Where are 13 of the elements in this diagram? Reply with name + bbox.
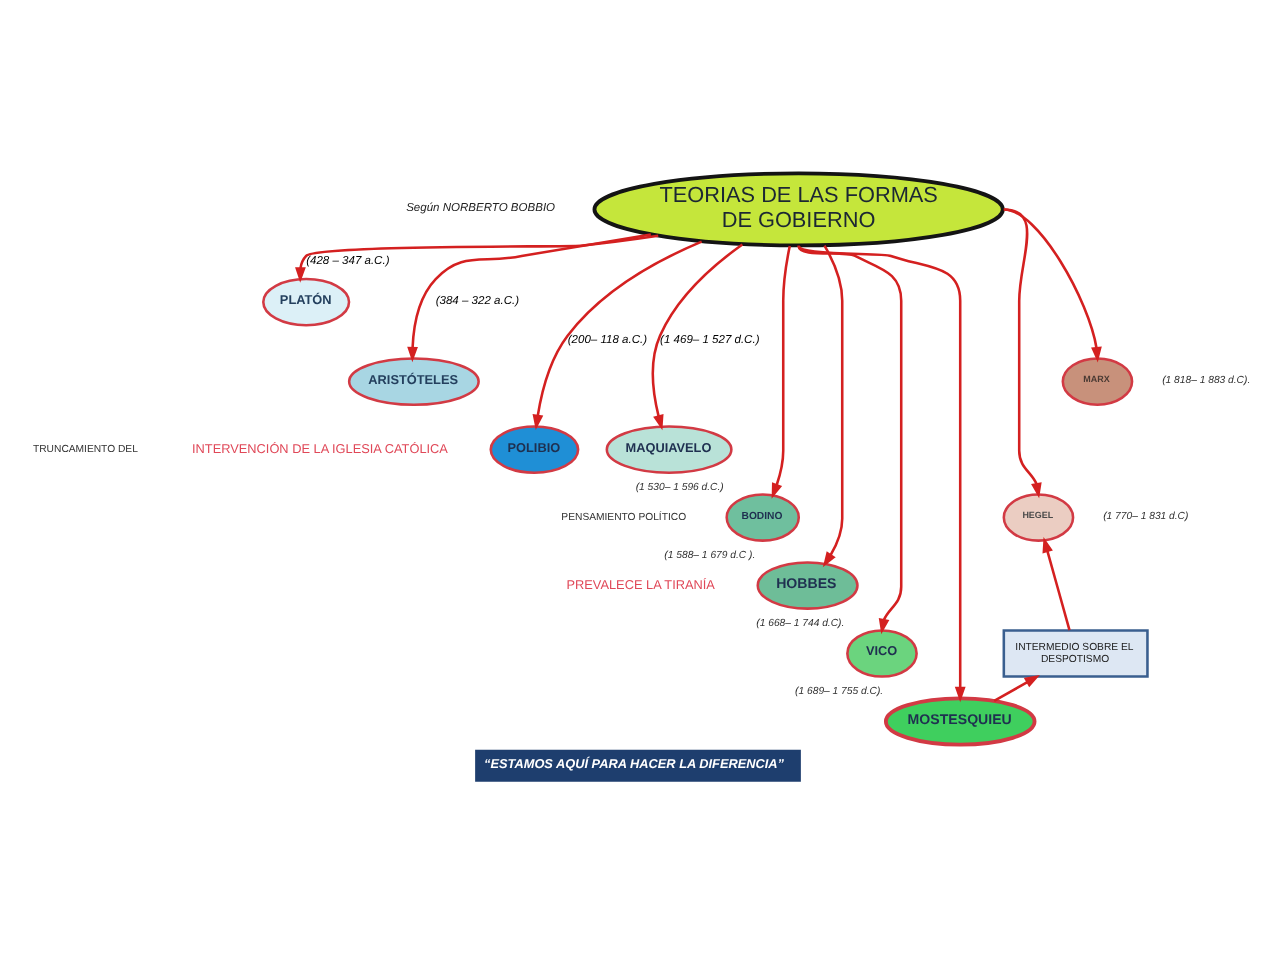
node-ellipse: TEORIAS DE LAS FORMAS DE GOBIERNO [592,170,1005,247]
arrow [797,244,903,634]
arrow [295,233,659,282]
arrow [993,674,1040,702]
arrow [1003,207,1102,362]
arrow [797,243,966,702]
arrow [532,239,703,430]
arrow [1003,207,1042,498]
arrow [822,244,844,567]
arrow [407,232,652,362]
arrow [1042,536,1071,630]
arrow [651,242,744,430]
arrow [771,244,791,498]
